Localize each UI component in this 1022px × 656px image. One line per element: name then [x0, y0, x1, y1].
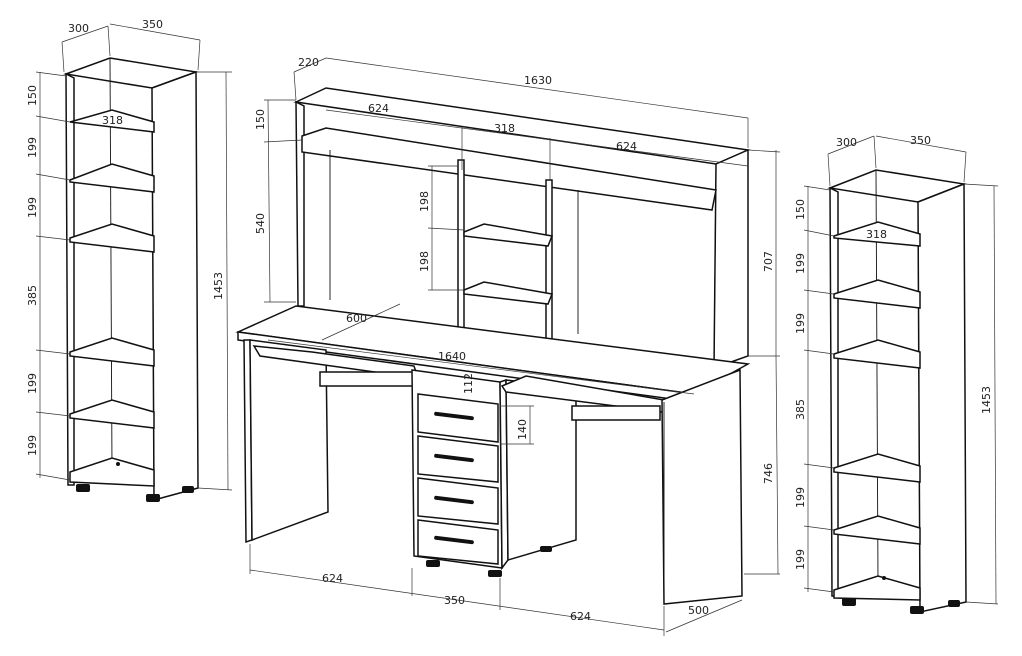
drawer-top: 112 — [462, 373, 475, 394]
super-body: 540 — [254, 213, 267, 234]
desk-dimensions: 220 1630 624 318 624 150 540 198 198 600… — [249, 56, 781, 636]
left-rack-sec-6: 199 — [26, 435, 39, 456]
bottom-left: 624 — [322, 572, 343, 585]
sec-right: 624 — [616, 140, 637, 153]
right-rack-width: 350 — [910, 134, 931, 147]
right-rack-sec-3: 199 — [794, 313, 807, 334]
left-rack-sec-1: 150 — [26, 85, 39, 106]
left-rack-sec-3: 199 — [26, 197, 39, 218]
top-depth: 600 — [346, 312, 367, 325]
right-rack-depth: 300 — [836, 136, 857, 149]
desk-height: 746 — [762, 463, 775, 484]
left-rack-inner: 318 — [102, 114, 123, 127]
shelf-2: 198 — [418, 251, 431, 272]
super-top: 150 — [254, 109, 267, 130]
bottom-right: 624 — [570, 610, 591, 623]
right-rack-sec-2: 199 — [794, 253, 807, 274]
desk-depth: 500 — [688, 604, 709, 617]
right-rack-sec-5: 199 — [794, 487, 807, 508]
bottom-mid: 350 — [444, 594, 465, 607]
left-rack-sec-2: 199 — [26, 137, 39, 158]
drawer-height: 140 — [516, 419, 529, 440]
super-width: 1630 — [524, 74, 552, 87]
left-rack-dimensions: 300 350 318 150 199 199 385 199 199 1453 — [26, 18, 233, 491]
sec-left: 624 — [368, 102, 389, 115]
shelf-1: 198 — [418, 191, 431, 212]
right-rack-sec-4: 385 — [794, 399, 807, 420]
right-rack-height: 1453 — [980, 386, 993, 414]
left-rack-sec-4: 385 — [26, 285, 39, 306]
right-rack-sec-6: 199 — [794, 549, 807, 570]
right-rack — [827, 169, 967, 614]
top-width: 1640 — [438, 350, 466, 363]
desk-superstructure — [293, 87, 751, 370]
right-rack-dimensions: 300 350 318 150 199 199 385 199 199 1453 — [794, 134, 999, 605]
left-rack — [63, 57, 199, 502]
left-rack-width: 350 — [142, 18, 163, 31]
right-rack-inner: 318 — [866, 228, 887, 241]
left-rack-depth: 300 — [68, 22, 89, 35]
desk — [235, 305, 751, 605]
sec-mid: 318 — [494, 122, 515, 135]
super-height: 707 — [762, 251, 775, 272]
right-rack-sec-1: 150 — [794, 199, 807, 220]
super-depth: 220 — [298, 56, 319, 69]
left-rack-sec-5: 199 — [26, 373, 39, 394]
left-rack-height: 1453 — [212, 272, 225, 300]
